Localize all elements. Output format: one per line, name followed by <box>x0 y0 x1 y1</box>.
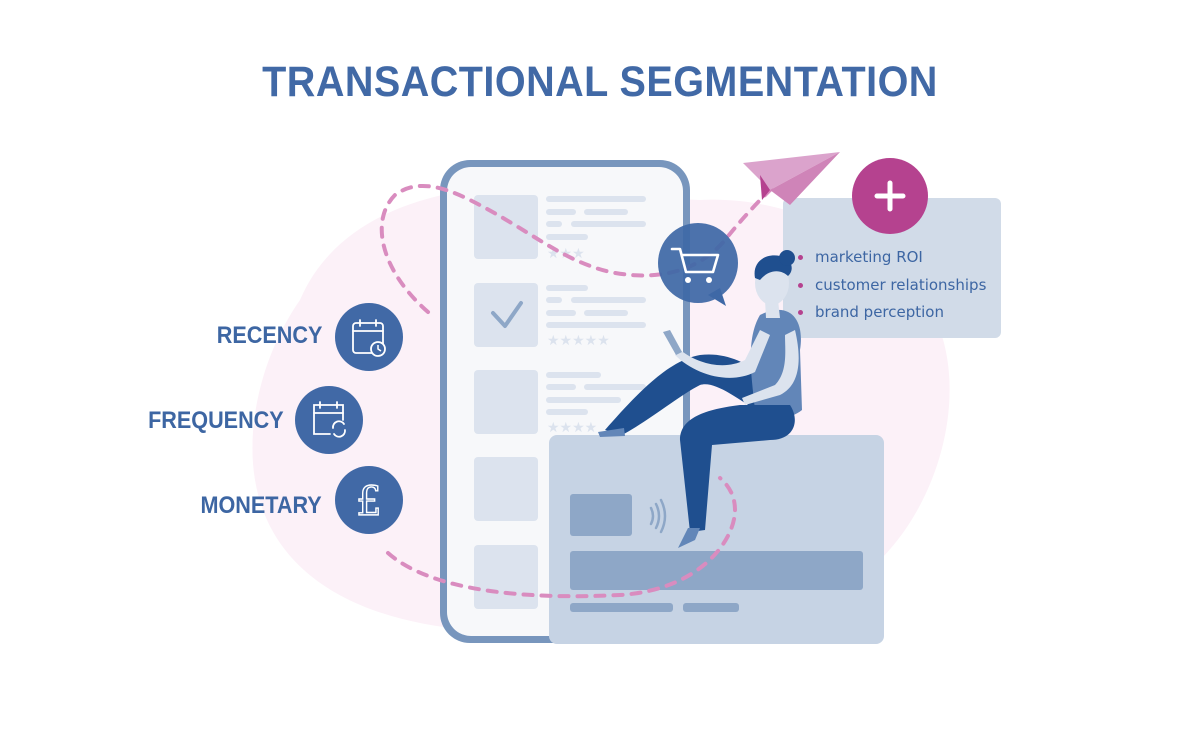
rfm-label-recency: RECENCY <box>216 322 322 349</box>
benefit-item: marketing ROI <box>798 246 986 274</box>
page-title: TRANSACTIONAL SEGMENTATION <box>262 58 938 106</box>
monetary-badge: £ <box>335 466 403 534</box>
checkmark-icon <box>491 301 523 328</box>
rfm-label-frequency: FREQUENCY <box>148 407 284 434</box>
recency-badge <box>335 303 403 371</box>
svg-text:★★★★★: ★★★★★ <box>547 333 610 349</box>
bullet-icon <box>798 310 803 315</box>
benefit-item: customer relationships <box>798 274 986 302</box>
credit-card <box>549 435 884 644</box>
contactless-icon <box>649 498 667 534</box>
bullet-icon <box>798 255 803 260</box>
svg-text:★★★★: ★★★★ <box>547 420 597 436</box>
frequency-badge <box>295 386 363 454</box>
woman-figure <box>598 250 802 548</box>
bullet-icon <box>798 282 803 288</box>
benefits-list: marketing ROI customer relationships bra… <box>798 246 986 329</box>
cart-bubble <box>658 223 738 306</box>
paper-plane-icon <box>743 152 840 205</box>
benefits-panel <box>783 198 1001 338</box>
pound-sign-icon: £ <box>356 479 381 525</box>
rfm-label-monetary: MONETARY <box>200 492 322 519</box>
shopping-cart-icon <box>670 247 720 274</box>
journey-path <box>379 183 777 314</box>
benefit-item: brand perception <box>798 301 986 329</box>
plus-icon <box>874 180 906 212</box>
